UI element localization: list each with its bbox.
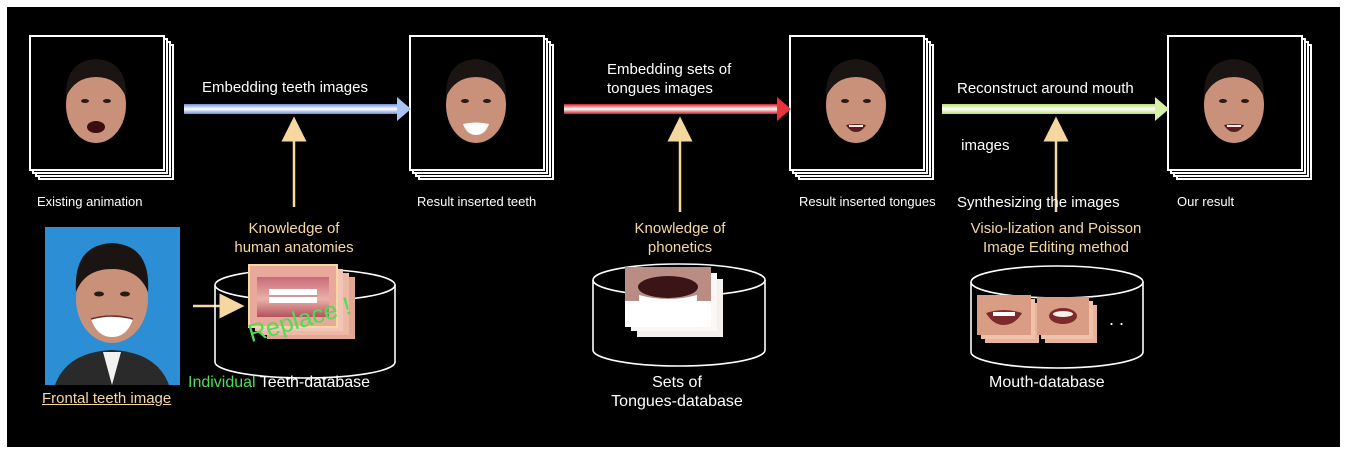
knowledge-label-phonetics: Knowledge of phonetics xyxy=(615,219,745,257)
frontal-photo-caption: Frontal teeth image xyxy=(42,389,171,408)
step-label-embed-tongues: Embedding sets of tongues images xyxy=(607,60,731,98)
step-label-embed-teeth: Embedding teeth images xyxy=(202,78,368,97)
frontal-teeth-photo xyxy=(45,227,180,385)
tongues-database-cylinder xyxy=(593,264,765,366)
teeth-database-label: Individual Teeth-database xyxy=(188,373,370,392)
mouth-database-ellipsis: . . xyxy=(1109,309,1124,330)
diagram-canvas: Existing animation Result inserted teeth… xyxy=(7,7,1340,447)
mouth-database-label: Mouth-database xyxy=(989,373,1105,392)
tongues-database-label: Sets of Tongues-database xyxy=(589,373,765,411)
knowledge-label-anatomy: Knowledge of human anatomies xyxy=(229,219,359,257)
arrow-embed-tongues xyxy=(564,97,791,121)
knowledge-label-visio: Visio-lization and Poisson Image Editing… xyxy=(951,219,1161,257)
arrow-embed-teeth xyxy=(184,97,411,121)
